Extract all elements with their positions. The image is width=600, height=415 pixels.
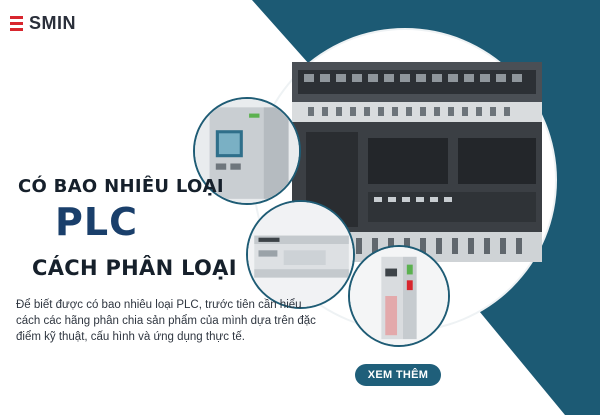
- menu-bars-icon: [10, 16, 23, 31]
- description-text: Để biết được có bao nhiêu loại PLC, trướ…: [16, 299, 316, 343]
- headline-line-1: CÓ BAO NHIÊU LOẠI: [18, 176, 224, 197]
- plc-io-module-image: [348, 245, 450, 347]
- plc-cpu-module-image: [193, 97, 301, 205]
- plc-compact-unit-image: [246, 200, 355, 309]
- headline-line-3: CÁCH PHÂN LOẠI: [32, 256, 237, 280]
- read-more-button[interactable]: XEM THÊM: [355, 364, 441, 386]
- brand-logo[interactable]: SMIN: [10, 13, 76, 34]
- headline-line-2: PLC: [55, 200, 138, 244]
- brand-name: SMIN: [29, 13, 76, 33]
